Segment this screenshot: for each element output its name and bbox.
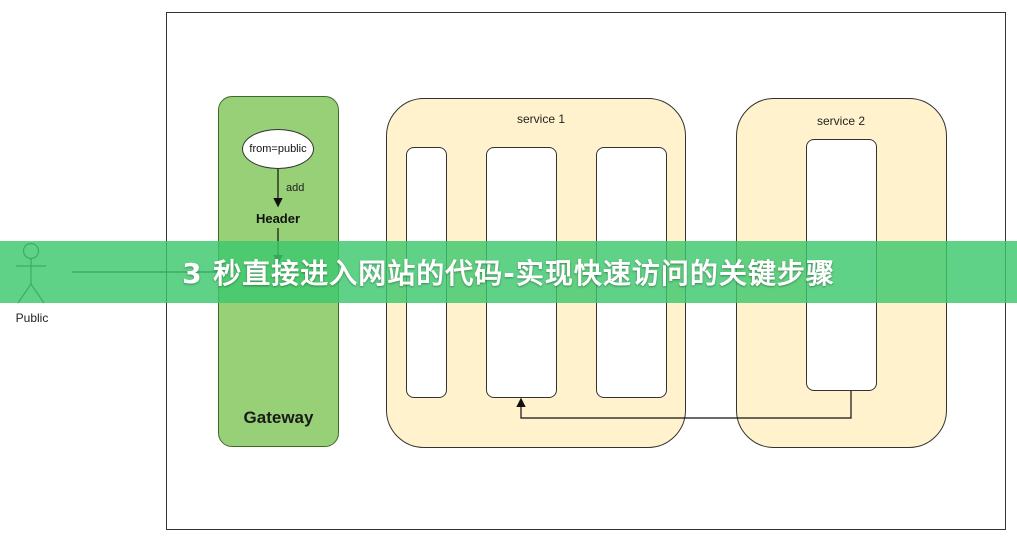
service-1-title: service 1 — [516, 112, 566, 126]
add-edge-label: add — [286, 182, 305, 194]
header-label: Header — [255, 211, 301, 226]
service-2-to-service-1-edge — [516, 391, 852, 419]
banner-title: 3 秒直接进入网站的代码-实现快速访问的关键步骤 — [182, 257, 835, 290]
condition-label: from=public — [249, 143, 307, 155]
gateway-label: Gateway — [243, 408, 314, 427]
service-2-title: service 2 — [816, 114, 866, 128]
from-public-condition: from=public — [242, 129, 314, 169]
title-banner: 3 秒直接进入网站的代码-实现快速访问的关键步骤 — [0, 241, 1017, 303]
actor-label: Public — [15, 311, 49, 325]
